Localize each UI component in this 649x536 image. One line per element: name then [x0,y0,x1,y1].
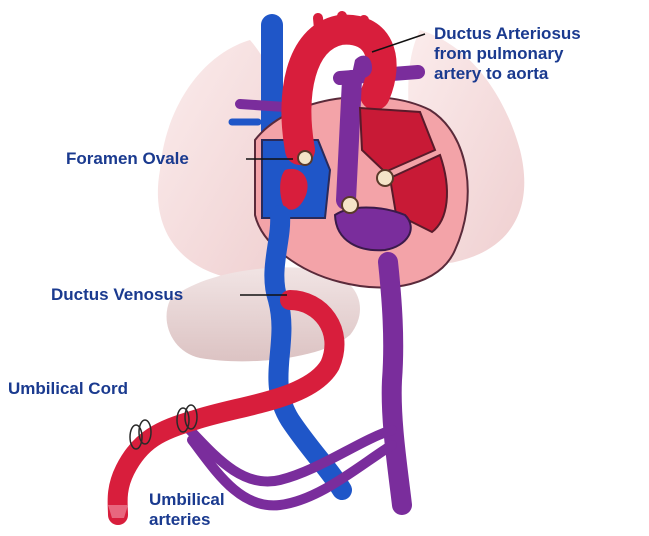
label-umbilical-arteries: Umbilical arteries [149,490,225,530]
aortic-branch-2 [340,16,342,34]
mitral-valve [377,170,393,186]
label-line: Umbilical [149,490,225,510]
tricuspid-valve [298,151,312,165]
descending-aorta [388,262,402,505]
label-umbilical-cord: Umbilical Cord [8,379,128,399]
label-line: arteries [149,510,225,530]
label-foramen-ovale: Foramen Ovale [66,149,189,169]
label-line: from pulmonary [434,44,581,64]
label-line: Ductus Arteriosus [434,24,581,44]
aortic-valve [342,197,358,213]
aortic-branch-1 [318,18,320,40]
aortic-branch-3 [358,20,364,38]
pulmonary-trunk [346,80,352,200]
label-ductus-venosus: Ductus Venosus [51,285,183,305]
label-line: artery to aorta [434,64,581,84]
label-ductus-arteriosus: Ductus Arteriosus from pulmonary artery … [434,24,581,84]
